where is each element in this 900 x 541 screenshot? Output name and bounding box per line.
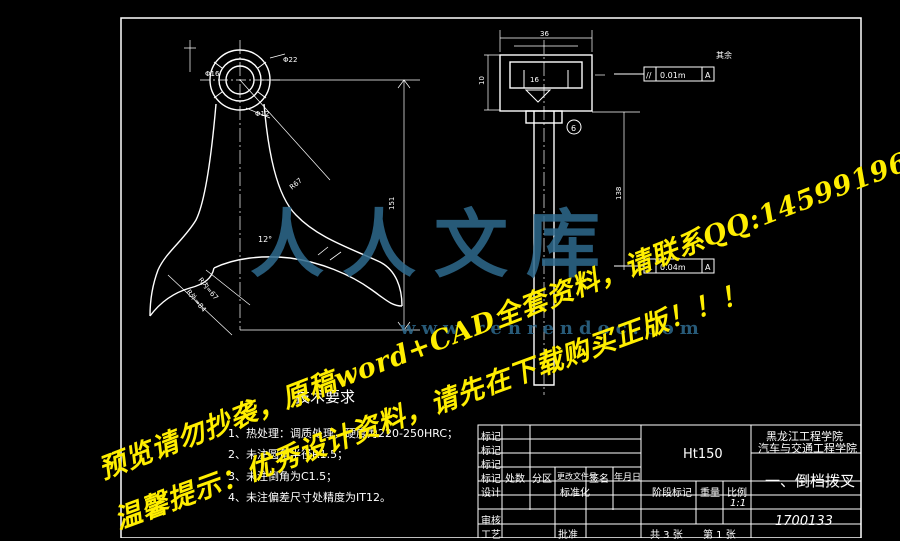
tech-req-item-1: 1、热处理：调质处理，硬度为220-250HRC； xyxy=(228,427,459,440)
title-block-grid xyxy=(477,424,862,538)
dim-angle: 12° xyxy=(258,235,272,244)
tb-approve: 批准 xyxy=(558,530,578,541)
tb-school-2: 汽车与交通工程学院 xyxy=(758,442,857,455)
tb-doc-no: 更改文件号 xyxy=(557,472,597,481)
tol-symbol-1: // xyxy=(646,71,652,80)
tech-req-item-2: 2、未注圆角半径R1.5； xyxy=(228,448,349,461)
tb-mark-4: 标记 xyxy=(481,474,501,485)
tb-sheet-total: 共 3 张 xyxy=(650,530,683,541)
tb-date: 年月日 xyxy=(614,473,642,483)
tb-part-name: 一、倒档拨叉 xyxy=(765,472,856,490)
roughness-6: 6 xyxy=(571,124,576,133)
tb-scale: 比例 xyxy=(727,488,747,499)
tb-weight: 重量 xyxy=(700,488,720,499)
tech-req-item-4: 4、未注偏差尺寸处精度为IT12。 xyxy=(228,491,391,504)
tech-req-heading: 技术要求 xyxy=(295,388,356,406)
tol-value-2: 0.04m xyxy=(660,263,686,272)
dim-r-inner: R内=67 xyxy=(196,276,220,302)
roughness-other: 其余 xyxy=(716,50,732,60)
dim-phi12: Φ12 xyxy=(255,110,269,118)
tb-drawing-no: 1700133 xyxy=(775,514,833,529)
drawing-border xyxy=(120,17,862,538)
tol-datum-1: A xyxy=(705,71,711,80)
dim-phi22: Φ22 xyxy=(283,56,297,64)
side-dimension-lines xyxy=(484,30,640,395)
tb-count: 处数 xyxy=(505,474,525,485)
fork-side-view xyxy=(499,54,593,386)
dim-16: 16 xyxy=(530,76,539,84)
tb-mark-2: 标记 xyxy=(481,446,501,457)
tb-stage-mark: 阶段标记 xyxy=(652,488,692,499)
tol-datum-2: A xyxy=(705,263,711,272)
tb-school-1: 黑龙江工程学院 xyxy=(766,430,843,443)
tb-material: Ht150 xyxy=(683,447,723,462)
tech-req-item-3: 3、未注倒角为C1.5； xyxy=(228,470,338,483)
tol-value-1: 0.01m xyxy=(660,71,686,80)
tb-sheet-no: 第 1 张 xyxy=(703,530,736,541)
tb-process: 工艺 xyxy=(481,530,501,541)
fork-dimension-lines xyxy=(167,40,420,336)
tb-review: 审核 xyxy=(481,516,501,527)
tb-mark-1: 标记 xyxy=(481,432,501,443)
tb-design: 设计 xyxy=(481,488,501,499)
tb-zone: 分区 xyxy=(532,474,552,485)
tb-standardize: 标准化 xyxy=(560,488,590,499)
dim-10: 10 xyxy=(478,76,486,85)
dim-151: 151 xyxy=(388,197,396,210)
tolerance-frames xyxy=(566,66,715,274)
tb-mark-3: 标记 xyxy=(481,460,501,471)
dim-36: 36 xyxy=(540,30,549,38)
tb-signature: 签名 xyxy=(589,474,609,485)
logo-watermark-url: www.renrendoc.com xyxy=(400,318,705,339)
dim-138: 138 xyxy=(615,187,623,200)
tb-scale-value: 1:1 xyxy=(730,498,747,509)
logo-watermark-text: 人人文库 xyxy=(250,202,618,288)
dim-phi16: Φ16 xyxy=(205,70,220,78)
tol-symbol-2: ⊥ xyxy=(646,263,653,272)
